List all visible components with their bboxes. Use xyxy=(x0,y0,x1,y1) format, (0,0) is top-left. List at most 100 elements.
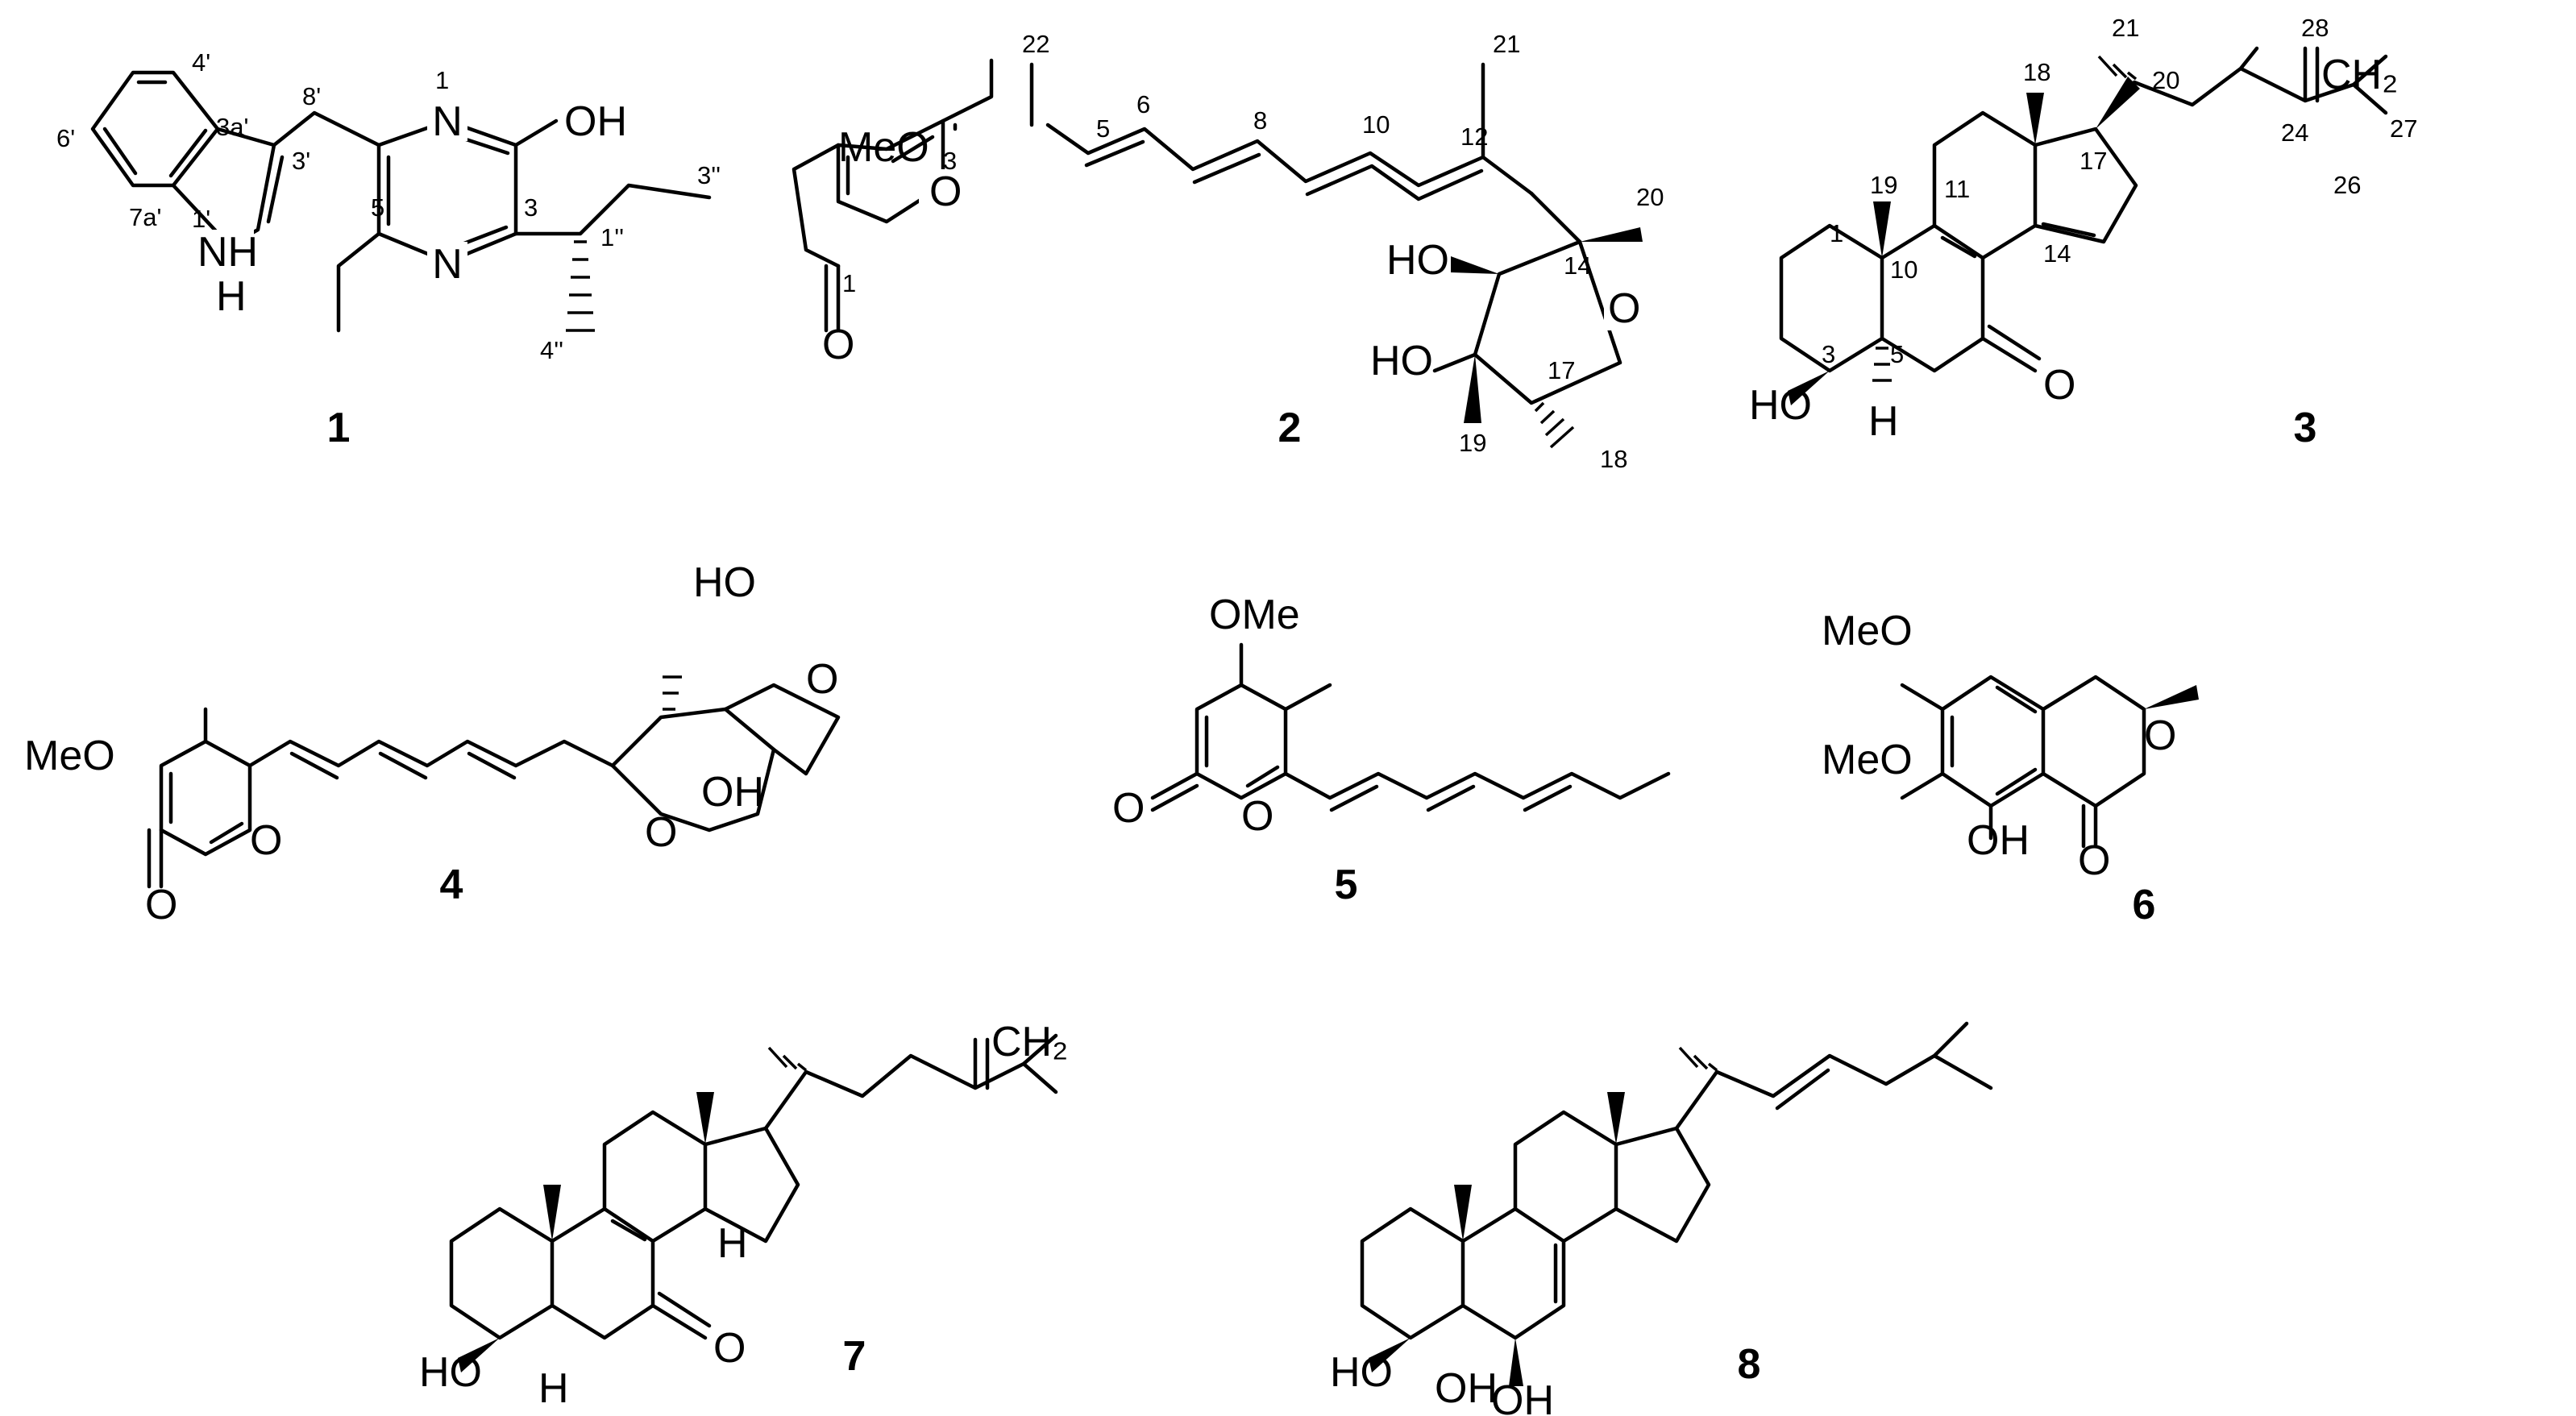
c3-num-28: 28 xyxy=(2301,14,2329,42)
compound-3-hashed-bond-c20 xyxy=(2097,55,2138,81)
compound-8-structure: HO OH OH 8 xyxy=(1330,1021,1993,1416)
atom-o-bridge-c4: O xyxy=(806,656,838,703)
c3-num-21: 21 xyxy=(2112,14,2139,42)
compound-3-structure: HO H O CH₂ 21 28 18 20 24 27 19 11 17 1 … xyxy=(1749,14,2417,451)
atom-ho-c3: HO xyxy=(1749,382,1812,429)
atom-n4: N xyxy=(432,241,463,288)
c3-num-10: 10 xyxy=(1890,255,1917,284)
atom-h-c14-7: H xyxy=(717,1220,748,1267)
c3-num-14: 14 xyxy=(2043,239,2071,268)
c2-num-18: 18 xyxy=(1600,445,1627,473)
atom-oh-c5-8: OH xyxy=(1435,1365,1498,1412)
atom-o-c7-7: O xyxy=(713,1325,746,1372)
atom-o-ring-c5: O xyxy=(1241,793,1273,840)
c2-num-5: 5 xyxy=(1096,114,1110,143)
compound-id-7: 7 xyxy=(843,1333,866,1380)
c2-num-17: 17 xyxy=(1548,356,1575,384)
num-3ap: 3a' xyxy=(216,113,248,141)
c2-num-1: 1 xyxy=(842,269,856,297)
num-8p: 8' xyxy=(302,82,321,110)
c2-num-20: 20 xyxy=(1636,183,1664,211)
c2-num-21: 21 xyxy=(1493,30,1520,58)
atom-ho-c8: HO xyxy=(1330,1349,1393,1396)
c2-num-3: 3 xyxy=(943,147,957,175)
atom-o-ring-c6: O xyxy=(2144,712,2176,759)
compound-7-structure: HO H O H CH₂ 7 xyxy=(419,1019,1068,1412)
num-1p: 1' xyxy=(192,205,210,233)
atom-ome-c5: OMe xyxy=(1209,592,1300,638)
compound-4-structure: MeO O O HO O OH O 4 xyxy=(24,559,841,928)
atom-oh-c6-8: OH xyxy=(1491,1377,1554,1416)
num-1: 1 xyxy=(435,66,449,94)
atom-meo1-c6: MeO xyxy=(1822,608,1913,654)
num-1pp: 1'' xyxy=(600,223,624,251)
atom-ch2-c28: CH₂ xyxy=(2321,52,2398,98)
c3-num-24: 24 xyxy=(2281,118,2308,147)
num-5: 5 xyxy=(371,193,384,222)
atom-o-carbonyl-c4: O xyxy=(145,882,177,928)
compound-id-6: 6 xyxy=(2133,882,2156,928)
atom-h-indole: H xyxy=(216,273,247,320)
compound-id-5: 5 xyxy=(1335,862,1358,908)
c2-num-14: 14 xyxy=(1564,251,1591,280)
c3-num-27: 27 xyxy=(2390,114,2417,143)
num-3p: 3' xyxy=(292,147,310,175)
atom-h-c5-7: H xyxy=(538,1365,569,1412)
c2-num-22: 22 xyxy=(1022,30,1049,58)
c3-num-18: 18 xyxy=(2023,58,2050,86)
c2-num-12: 12 xyxy=(1460,122,1488,151)
atom-o-carbonyl-c2: O xyxy=(822,322,854,368)
atom-meo-c2: MeO xyxy=(838,124,929,171)
atom-ho-c15: HO xyxy=(1386,237,1449,284)
compound-2-structure: MeO O O O HO HO 22 3 5 6 8 10 12 21 1 20… xyxy=(791,30,1664,473)
compound-8-hashed-bond xyxy=(1678,1046,1718,1072)
atom-o-thf: O xyxy=(1608,285,1640,332)
atom-o-carbonyl-c6: O xyxy=(2078,837,2110,884)
atom-o-ring-c2: O xyxy=(929,168,962,215)
num-3: 3 xyxy=(524,193,538,222)
num-3pp: 3'' xyxy=(697,161,721,189)
atom-oh-c6: OH xyxy=(1967,817,2030,864)
compound-3-hashed-bond xyxy=(1872,347,1892,382)
c3-num-19: 19 xyxy=(1870,171,1897,199)
compound-7-hashed-bond xyxy=(767,1046,808,1072)
compound-1-structure: N N OH NH H 4' 6' 3a' 7a' 1' 3' 8' 1 5 3… xyxy=(56,48,721,451)
atom-ch2-c7: CH₂ xyxy=(991,1019,1068,1065)
compound-1-hashed-bond xyxy=(566,240,595,332)
atom-ho-c4: HO xyxy=(693,559,756,606)
compound-id-2: 2 xyxy=(1278,405,1302,451)
c2-num-6: 6 xyxy=(1136,90,1150,118)
atom-o-ring-c4: O xyxy=(250,817,282,864)
compound-4-hashed-bond xyxy=(663,675,682,711)
c3-num-26: 26 xyxy=(2333,171,2361,199)
num-4pp: 4'' xyxy=(540,336,563,364)
atom-o-ring2-c4: O xyxy=(645,809,677,856)
atom-meo2-c6: MeO xyxy=(1822,737,1913,783)
compound-id-4: 4 xyxy=(440,862,463,908)
atom-oh-c4: OH xyxy=(701,769,764,816)
c3-num-5: 5 xyxy=(1890,340,1904,368)
c3-num-20: 20 xyxy=(2152,66,2179,94)
atom-o-carbonyl-c5: O xyxy=(1112,785,1145,832)
c2-num-19: 19 xyxy=(1459,429,1486,457)
compound-6-structure: MeO MeO OH O O 6 xyxy=(1822,608,2199,928)
atom-meo-c4: MeO xyxy=(24,733,115,779)
num-6p: 6' xyxy=(56,124,75,152)
c3-num-17: 17 xyxy=(2079,147,2107,175)
compound-id-8: 8 xyxy=(1738,1341,1761,1388)
atom-h-c5: H xyxy=(1868,398,1899,445)
compound-id-3: 3 xyxy=(2294,405,2317,451)
num-7ap: 7a' xyxy=(129,203,161,231)
atom-oh: OH xyxy=(564,98,627,145)
compound-2-hashed-bond xyxy=(1534,401,1575,449)
compound-id-1: 1 xyxy=(327,405,351,451)
num-4p: 4' xyxy=(192,48,210,77)
atom-n1: N xyxy=(432,98,463,145)
c3-num-1: 1 xyxy=(1830,219,1843,247)
atom-ho-c16: HO xyxy=(1370,338,1433,384)
c2-num-8: 8 xyxy=(1253,106,1267,135)
atom-nh: NH xyxy=(197,229,258,276)
atom-o-c7: O xyxy=(2043,362,2075,409)
